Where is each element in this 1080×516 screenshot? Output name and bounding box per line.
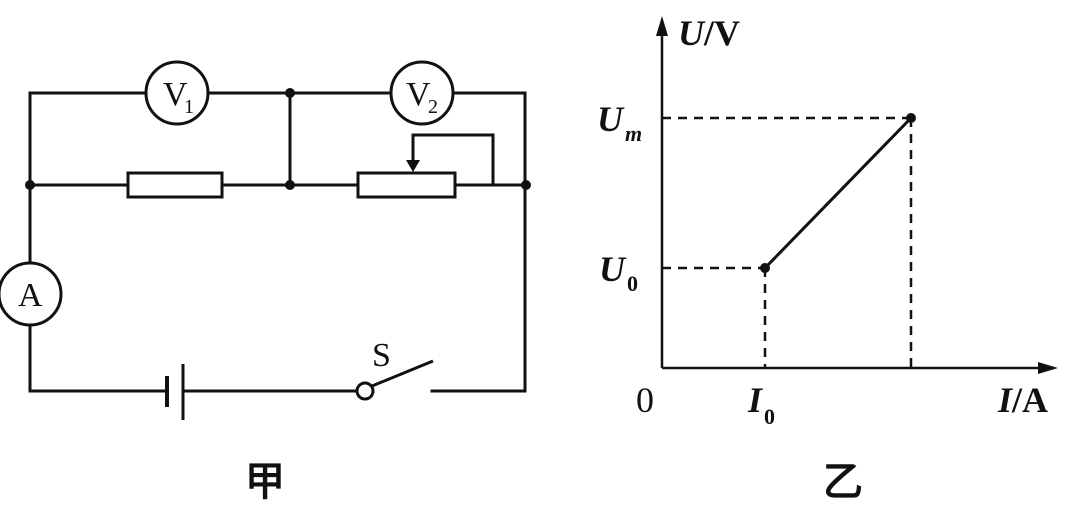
battery xyxy=(165,364,185,420)
voltmeter-v2: V 2 xyxy=(389,60,455,126)
tick-u0: U0 xyxy=(599,249,638,296)
y-axis-label: U/V xyxy=(678,13,740,53)
v2-subscript: 2 xyxy=(428,96,438,118)
junction-dot xyxy=(285,88,295,98)
slider-wire xyxy=(411,133,528,187)
tick-i0: I0 xyxy=(747,380,775,429)
x-axis-label: I/A xyxy=(997,380,1048,420)
v1-letter: V xyxy=(163,76,188,113)
ammeter-letter: A xyxy=(18,277,43,314)
u-i-graph: U/V I/A 0 Um U0 I0 乙 xyxy=(597,13,1058,505)
rheostat xyxy=(356,171,457,199)
tick-um: Um xyxy=(597,99,642,146)
x-axis-arrow xyxy=(1038,362,1058,374)
data-line xyxy=(763,116,913,270)
origin-label: 0 xyxy=(636,380,654,420)
wire-left-lower xyxy=(28,325,167,393)
ammeter: A xyxy=(0,261,63,327)
y-axis-arrow xyxy=(656,16,668,36)
junction-dot xyxy=(521,180,531,190)
switch-label: S xyxy=(372,337,391,374)
data-point-end xyxy=(906,113,916,123)
fixed-resistor xyxy=(126,171,224,199)
panel-label-yi: 乙 xyxy=(823,459,863,505)
wire-top xyxy=(28,91,527,393)
voltmeter-v1: V 1 xyxy=(144,60,210,126)
slider-arrow xyxy=(406,160,420,172)
junction-dot xyxy=(285,180,295,190)
v1-subscript: 1 xyxy=(184,96,194,118)
data-point-start xyxy=(760,263,770,273)
switch: S xyxy=(355,337,434,401)
v2-letter: V xyxy=(406,76,431,113)
circuit-diagram: V 1 V 2 A S 甲 xyxy=(0,60,531,505)
junction-dot xyxy=(25,180,35,190)
panel-label-jia: 甲 xyxy=(245,459,285,505)
